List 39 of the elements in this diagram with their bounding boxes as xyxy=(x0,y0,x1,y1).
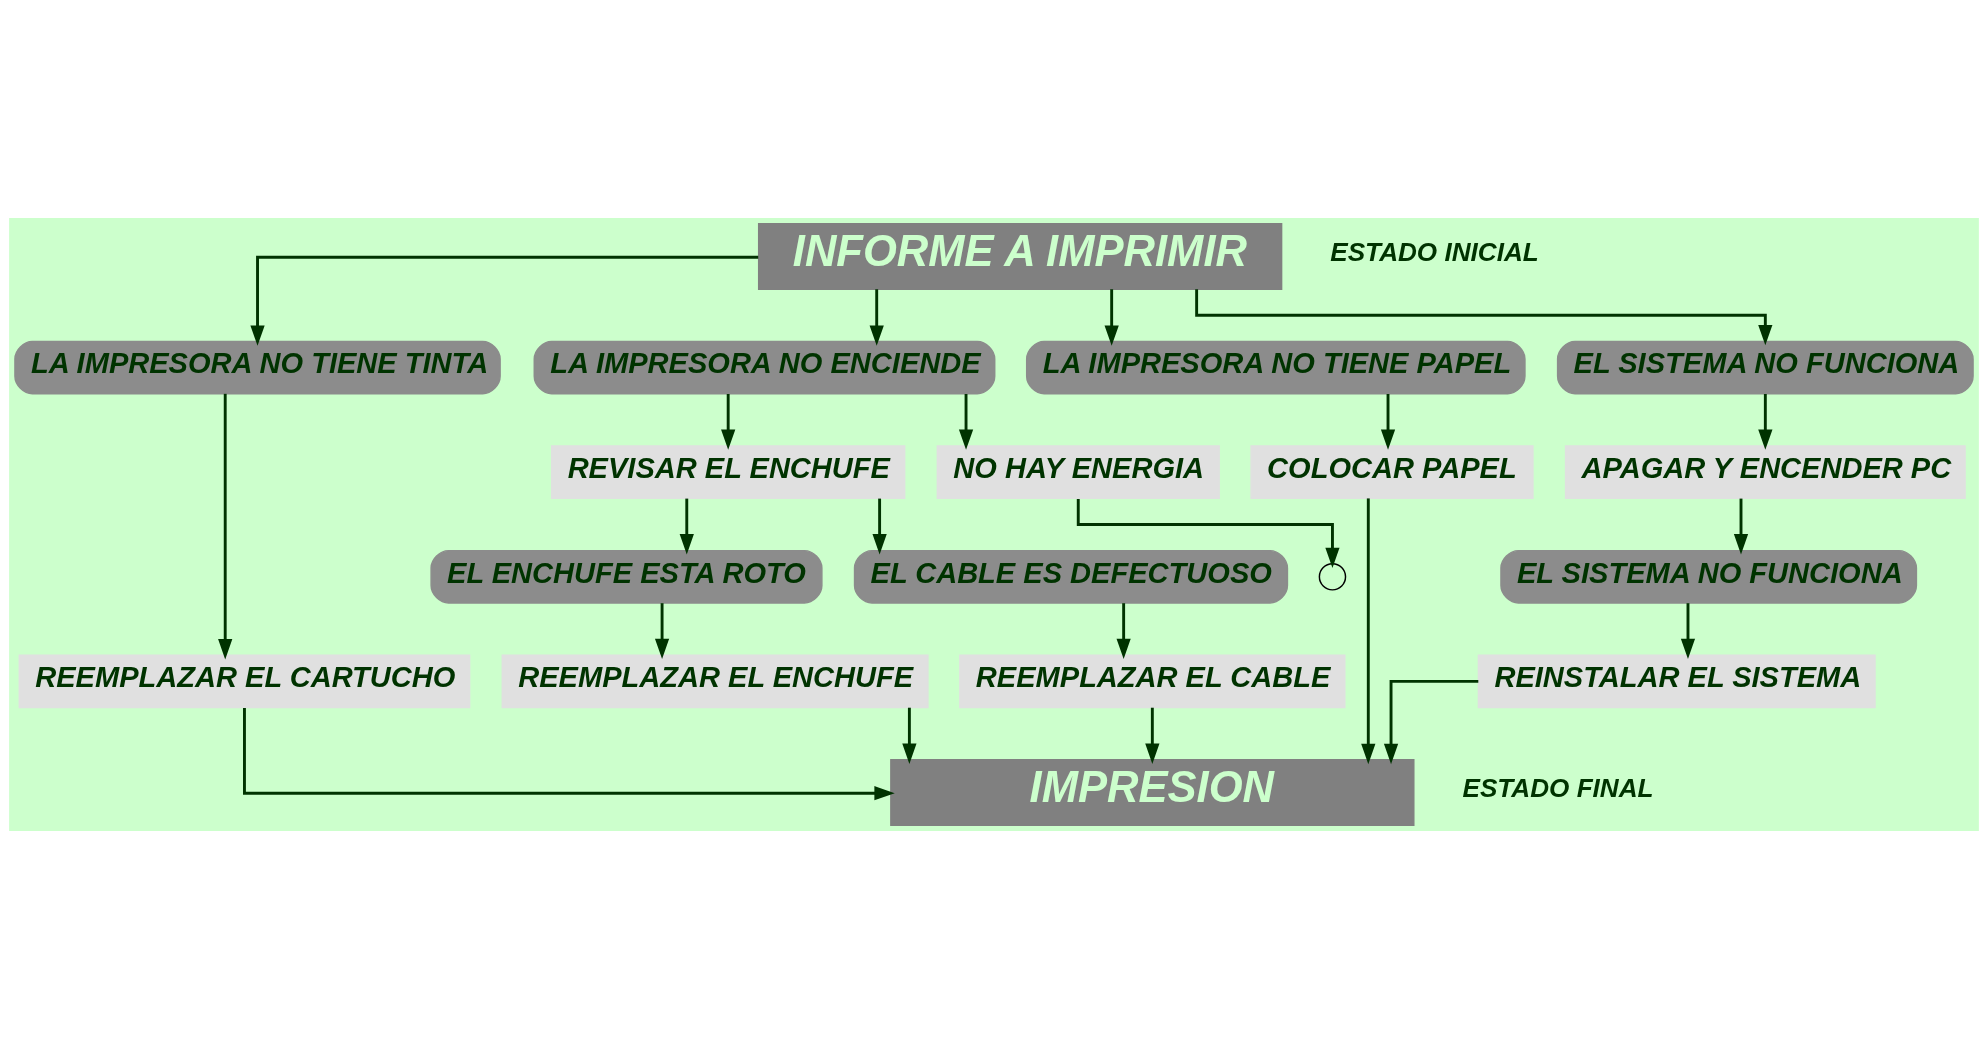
node-box: LA IMPRESORA NO ENCIENDE xyxy=(533,340,996,395)
arrow xyxy=(1380,394,1396,450)
arrow xyxy=(1104,289,1119,346)
node-box: NO HAY ENERGIA xyxy=(936,445,1220,500)
arrow xyxy=(721,394,736,450)
node-circle xyxy=(1318,563,1347,591)
node-box: IMPRESION xyxy=(890,759,1415,826)
arrow xyxy=(1680,603,1696,660)
node-box: APAGAR Y ENCENDER PC xyxy=(1564,445,1966,500)
arrow xyxy=(1383,679,1479,765)
node-box: REVISAR EL ENCHUFE xyxy=(550,445,906,500)
node-label: ESTADO INICIAL xyxy=(1330,237,1539,268)
arrow xyxy=(1733,498,1749,555)
arrow xyxy=(869,289,884,346)
arrow xyxy=(654,603,670,660)
arrow xyxy=(958,394,974,450)
arrow xyxy=(1116,603,1131,660)
node-box: EL SISTEMA NO FUNCIONA xyxy=(1556,340,1974,395)
node-box: EL CABLE ES DEFECTUOSO xyxy=(853,549,1289,604)
node-label: ESTADO FINAL xyxy=(1462,773,1654,804)
node-box: REEMPLAZAR EL CARTUCHO xyxy=(18,654,471,709)
node-box: EL SISTEMA NO FUNCIONA xyxy=(1500,549,1918,604)
arrow xyxy=(902,707,917,764)
node-box: COLOCAR PAPEL xyxy=(1250,445,1534,500)
node-box: INFORME A IMPRIMIR xyxy=(757,223,1283,290)
arrow xyxy=(872,498,887,555)
node-box: EL ENCHUFE ESTA ROTO xyxy=(430,549,823,604)
arrow xyxy=(243,707,895,801)
arrow xyxy=(1145,707,1160,764)
node-box: REINSTALAR EL SISTEMA xyxy=(1477,654,1876,709)
node-box: REEMPLAZAR EL ENCHUFE xyxy=(501,654,929,709)
node-box: LA IMPRESORA NO TIENE PAPEL xyxy=(1025,340,1526,395)
arrow xyxy=(218,393,233,660)
arrow xyxy=(1361,498,1376,765)
node-box: REEMPLAZAR EL CABLE xyxy=(959,654,1346,709)
arrow xyxy=(250,255,759,346)
arrow xyxy=(679,498,694,555)
node-box: LA IMPRESORA NO TIENE TINTA xyxy=(14,340,501,395)
arrow xyxy=(1758,394,1773,450)
